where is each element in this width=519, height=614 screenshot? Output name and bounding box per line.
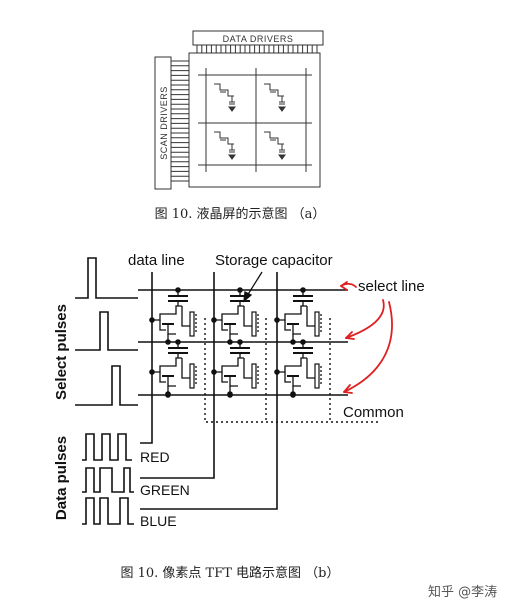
- pixel-cells: [214, 83, 286, 160]
- tft-pixel: [149, 339, 197, 397]
- select-pulse-waveforms: [75, 257, 138, 406]
- tft-pixel: [149, 287, 197, 345]
- data-line-label: data line: [128, 252, 185, 269]
- caption-b: 图 10. 像素点 TFT 电路示意图 （b）: [120, 565, 339, 581]
- scan-drivers-label: SCAN DRIVERS: [159, 86, 169, 160]
- common-label: Common: [343, 404, 404, 421]
- watermark: 知乎 @李涛: [428, 584, 497, 600]
- storage-capacitor-arrow: [243, 271, 263, 303]
- mini-pixel-cell: [214, 131, 236, 160]
- blue-label: BLUE: [140, 513, 177, 529]
- data-pulses-label: Data pulses: [53, 436, 70, 520]
- tft-pixel-cells: [149, 287, 322, 398]
- data-pulse-waveforms: [82, 433, 134, 525]
- tft-pixel: [274, 287, 322, 345]
- green-label: GREEN: [140, 482, 190, 498]
- select-line-label: select line: [358, 278, 425, 295]
- pixel-array: [138, 272, 348, 510]
- lcd-panel-schematic: DATA DRIVERS SCAN DRIVERS: [154, 30, 324, 190]
- data-driver-pins: [196, 45, 318, 53]
- select-pulses-label: Select pulses: [53, 304, 70, 400]
- data-drivers-box: [192, 30, 324, 46]
- data-drivers-label: DATA DRIVERS: [223, 34, 294, 44]
- mini-pixel-cell: [264, 83, 286, 112]
- tft-pixel: [274, 339, 322, 397]
- scan-driver-pins: [171, 60, 189, 182]
- tft-pixel: [211, 287, 259, 345]
- select-line-red-arrows: [340, 281, 393, 394]
- storage-capacitor-label: Storage capacitor: [215, 252, 333, 269]
- mini-pixel-cell: [264, 131, 286, 160]
- labels: data line Storage capacitor select line …: [53, 252, 425, 529]
- panel-outline: [188, 52, 321, 188]
- mini-pixel-cell: [214, 83, 236, 112]
- caption-a: 图 10. 液晶屏的示意图 （a）: [155, 206, 326, 222]
- tft-pixel: [211, 339, 259, 397]
- red-label: RED: [140, 449, 170, 465]
